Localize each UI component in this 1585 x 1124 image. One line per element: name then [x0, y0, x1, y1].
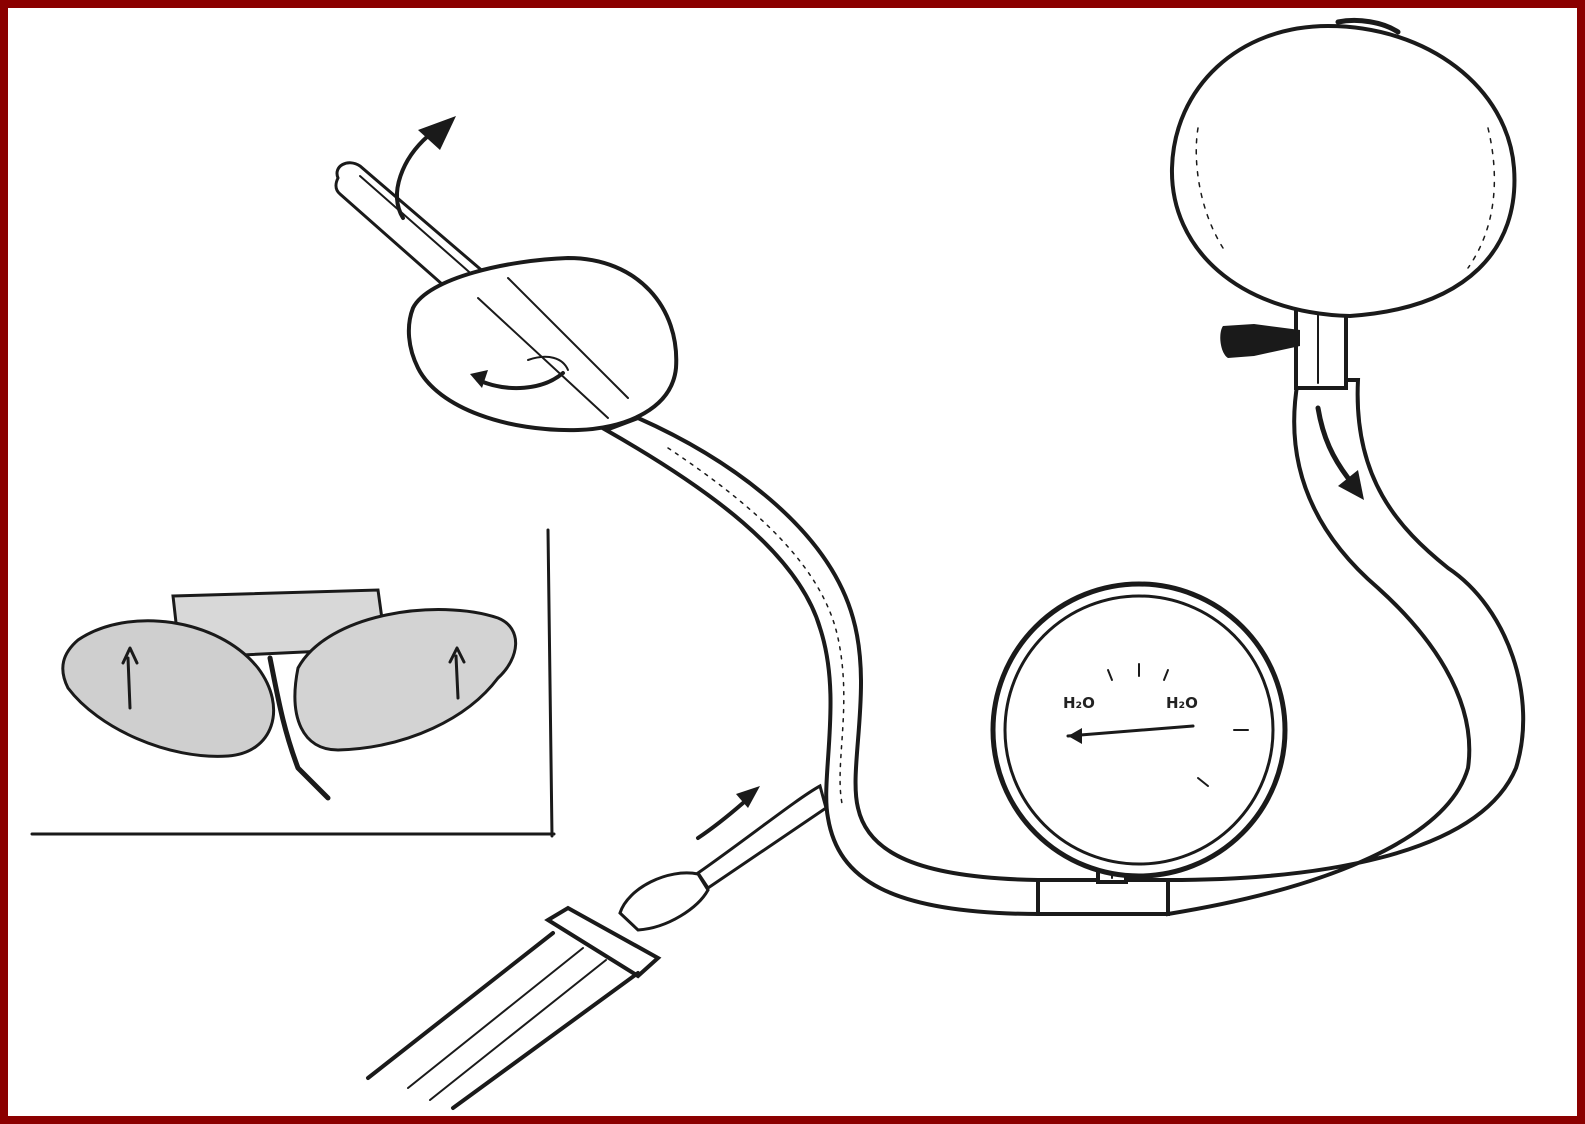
balloon-tamponade-diagram: H₂O H₂O: [8, 8, 1577, 1116]
esophageal-balloon: [409, 258, 676, 430]
gauge-right-label: H₂O: [1166, 694, 1198, 712]
inset-balloon-section: [63, 590, 516, 798]
probe-tube: [336, 116, 1040, 914]
pressure-gauge: H₂O H₂O: [993, 584, 1285, 876]
gauge-left-label: H₂O: [1063, 694, 1095, 712]
stopcock-valve: [1220, 324, 1300, 358]
inflation-bulb: [1172, 20, 1515, 316]
illustration-frame: H₂O H₂O: [8, 8, 1577, 1116]
inflow-arrow: [698, 803, 743, 838]
inset-panel: [32, 530, 554, 836]
inset-border-right: [548, 530, 552, 836]
